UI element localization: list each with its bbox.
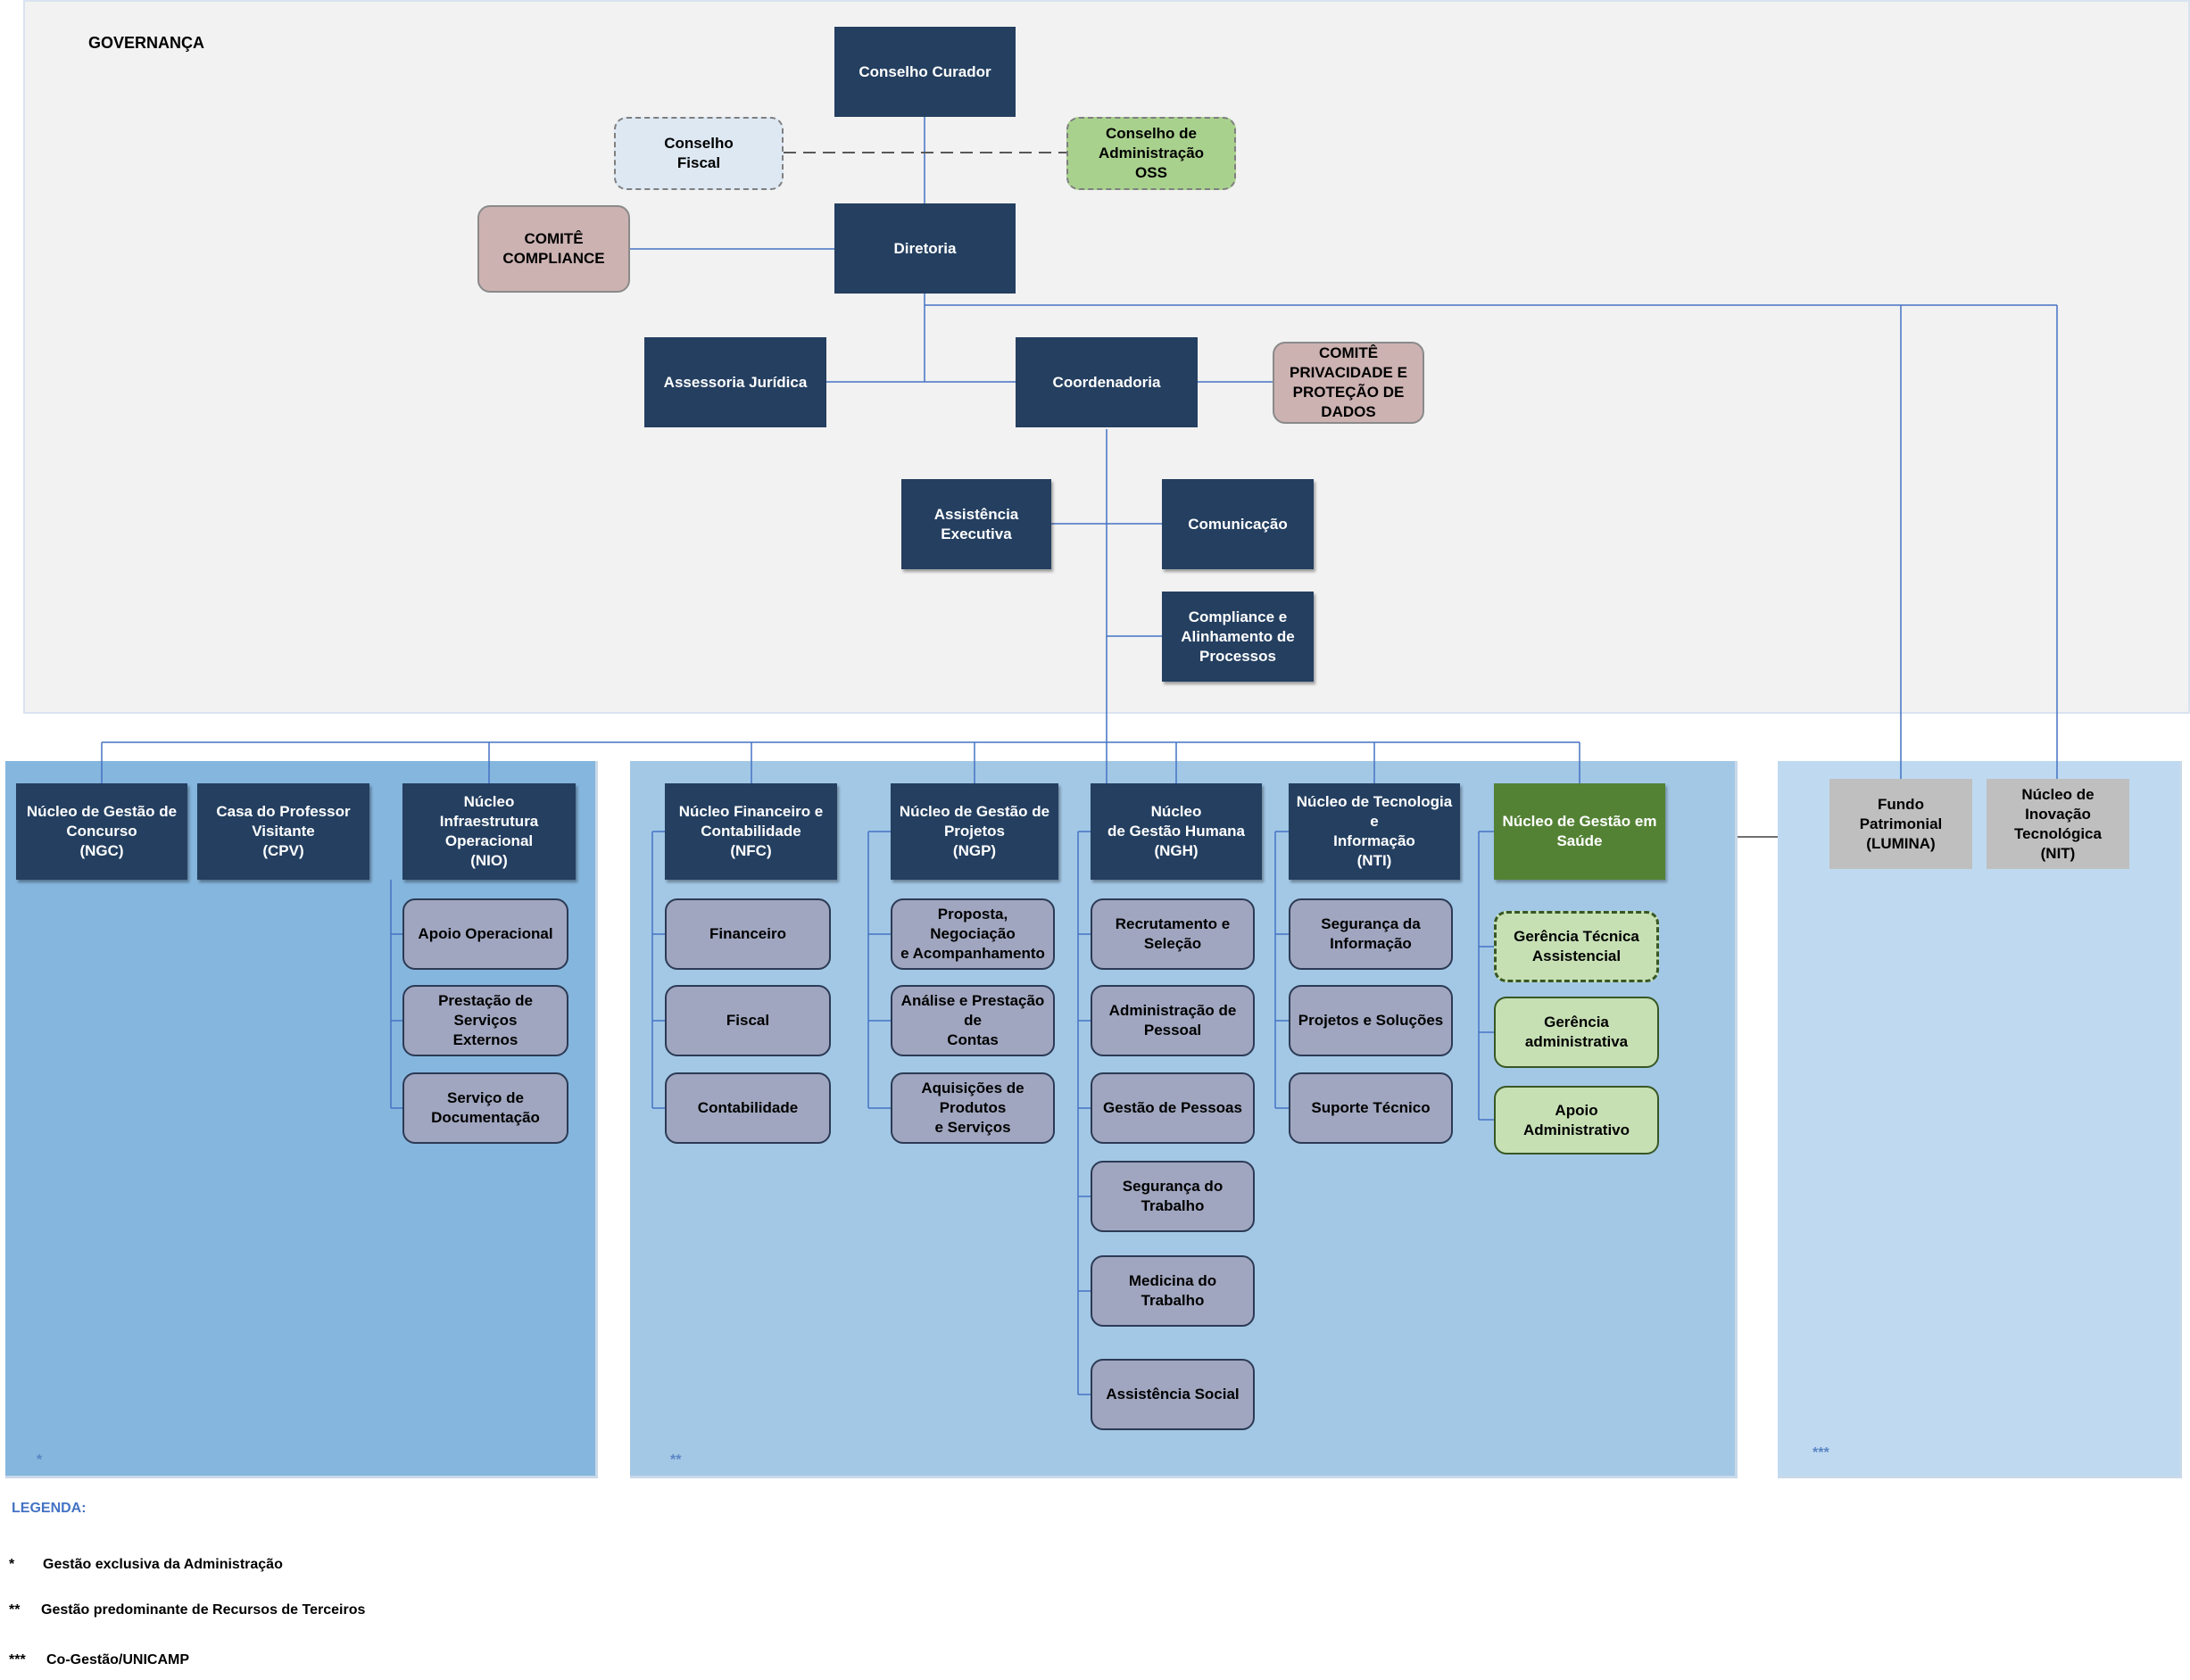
legend-text: Gestão exclusiva da Administração [43, 1557, 283, 1572]
nti-item[interactable]: Segurança da Informação [1289, 898, 1453, 970]
nfc-item[interactable]: Contabilidade [665, 1072, 831, 1144]
ngh-box[interactable]: Núcleo de Gestão Humana (NGH) [1091, 783, 1262, 880]
nti-item[interactable]: Suporte Técnico [1289, 1072, 1453, 1144]
ngh-item[interactable]: Gestão de Pessoas [1091, 1072, 1255, 1144]
ngp-item[interactable]: Aquisições de Produtos e Serviços [891, 1072, 1055, 1144]
nfc-item[interactable]: Fiscal [665, 985, 831, 1056]
ngp-item[interactable]: Proposta, Negociação e Acompanhamento [891, 898, 1055, 970]
ngs-item[interactable]: Apoio Administrativo [1494, 1086, 1659, 1154]
comunicacao-box[interactable]: Comunicação [1162, 479, 1314, 569]
governance-title: GOVERNANÇA [88, 34, 205, 52]
legend-mark: * [9, 1557, 15, 1572]
compliance-processos-box[interactable]: Compliance e Alinhamento de Processos [1162, 592, 1314, 682]
assessoria-juridica-box[interactable]: Assessoria Jurídica [644, 337, 826, 427]
nfc-item[interactable]: Financeiro [665, 898, 831, 970]
comite-compliance-box[interactable]: COMITÊ COMPLIANCE [477, 205, 630, 293]
legend-mark: *** [9, 1652, 26, 1668]
lumina-box[interactable]: Fundo Patrimonial (LUMINA) [1829, 779, 1972, 869]
diretoria-box[interactable]: Diretoria [834, 203, 1016, 294]
legend-text: Gestão predominante de Recursos de Terce… [41, 1602, 366, 1618]
nti-box[interactable]: Núcleo de Tecnologia e Informação (NTI) [1289, 783, 1460, 880]
cpv-box[interactable]: Casa do Professor Visitante (CPV) [197, 783, 369, 880]
section3-marker: *** [1813, 1445, 1829, 1461]
comite-privacidade-box[interactable]: COMITÊ PRIVACIDADE E PROTEÇÃO DE DADOS [1273, 342, 1424, 424]
ngh-item[interactable]: Segurança do Trabalho [1091, 1161, 1255, 1232]
legend-text: Co-Gestão/UNICAMP [46, 1652, 190, 1668]
ngc-box[interactable]: Núcleo de Gestão de Concurso (NGC) [16, 783, 187, 880]
ngp-box[interactable]: Núcleo de Gestão de Projetos (NGP) [891, 783, 1058, 880]
legend-title: LEGENDA: [12, 1501, 87, 1516]
nti-item[interactable]: Projetos e Soluções [1289, 985, 1453, 1056]
ngh-item[interactable]: Recrutamento e Seleção [1091, 898, 1255, 970]
section1-marker: * [37, 1452, 43, 1468]
ngh-item[interactable]: Administração de Pessoal [1091, 985, 1255, 1056]
legend-mark: ** [9, 1602, 21, 1618]
assistencia-executiva-box[interactable]: Assistência Executiva [901, 479, 1051, 569]
ngh-item[interactable]: Medicina do Trabalho [1091, 1255, 1255, 1327]
conselho-curador-box[interactable]: Conselho Curador [834, 27, 1016, 117]
nio-item[interactable]: Prestação de Serviços Externos [402, 985, 568, 1056]
nio-box[interactable]: Núcleo Infraestrutura Operacional (NIO) [402, 783, 576, 880]
nio-item[interactable]: Serviço de Documentação [402, 1072, 568, 1144]
ngs-item[interactable]: Gerência administrativa [1494, 997, 1659, 1068]
conselho-fiscal-box[interactable]: Conselho Fiscal [614, 117, 784, 190]
section2-marker: ** [670, 1452, 682, 1468]
section-co-gestao [1778, 761, 2182, 1478]
nfc-box[interactable]: Núcleo Financeiro e Contabilidade (NFC) [665, 783, 837, 880]
ngs-item[interactable]: Gerência Técnica Assistencial [1494, 911, 1659, 982]
ngh-item[interactable]: Assistência Social [1091, 1359, 1255, 1430]
coordenadoria-box[interactable]: Coordenadoria [1016, 337, 1198, 427]
ngs-box[interactable]: Núcleo de Gestão em Saúde [1494, 783, 1665, 880]
ngp-item[interactable]: Análise e Prestação de Contas [891, 985, 1055, 1056]
nio-item[interactable]: Apoio Operacional [402, 898, 568, 970]
conselho-administracao-oss-box[interactable]: Conselho de Administração OSS [1066, 117, 1236, 190]
nit-box[interactable]: Núcleo de Inovação Tecnológica (NIT) [1987, 779, 2129, 869]
